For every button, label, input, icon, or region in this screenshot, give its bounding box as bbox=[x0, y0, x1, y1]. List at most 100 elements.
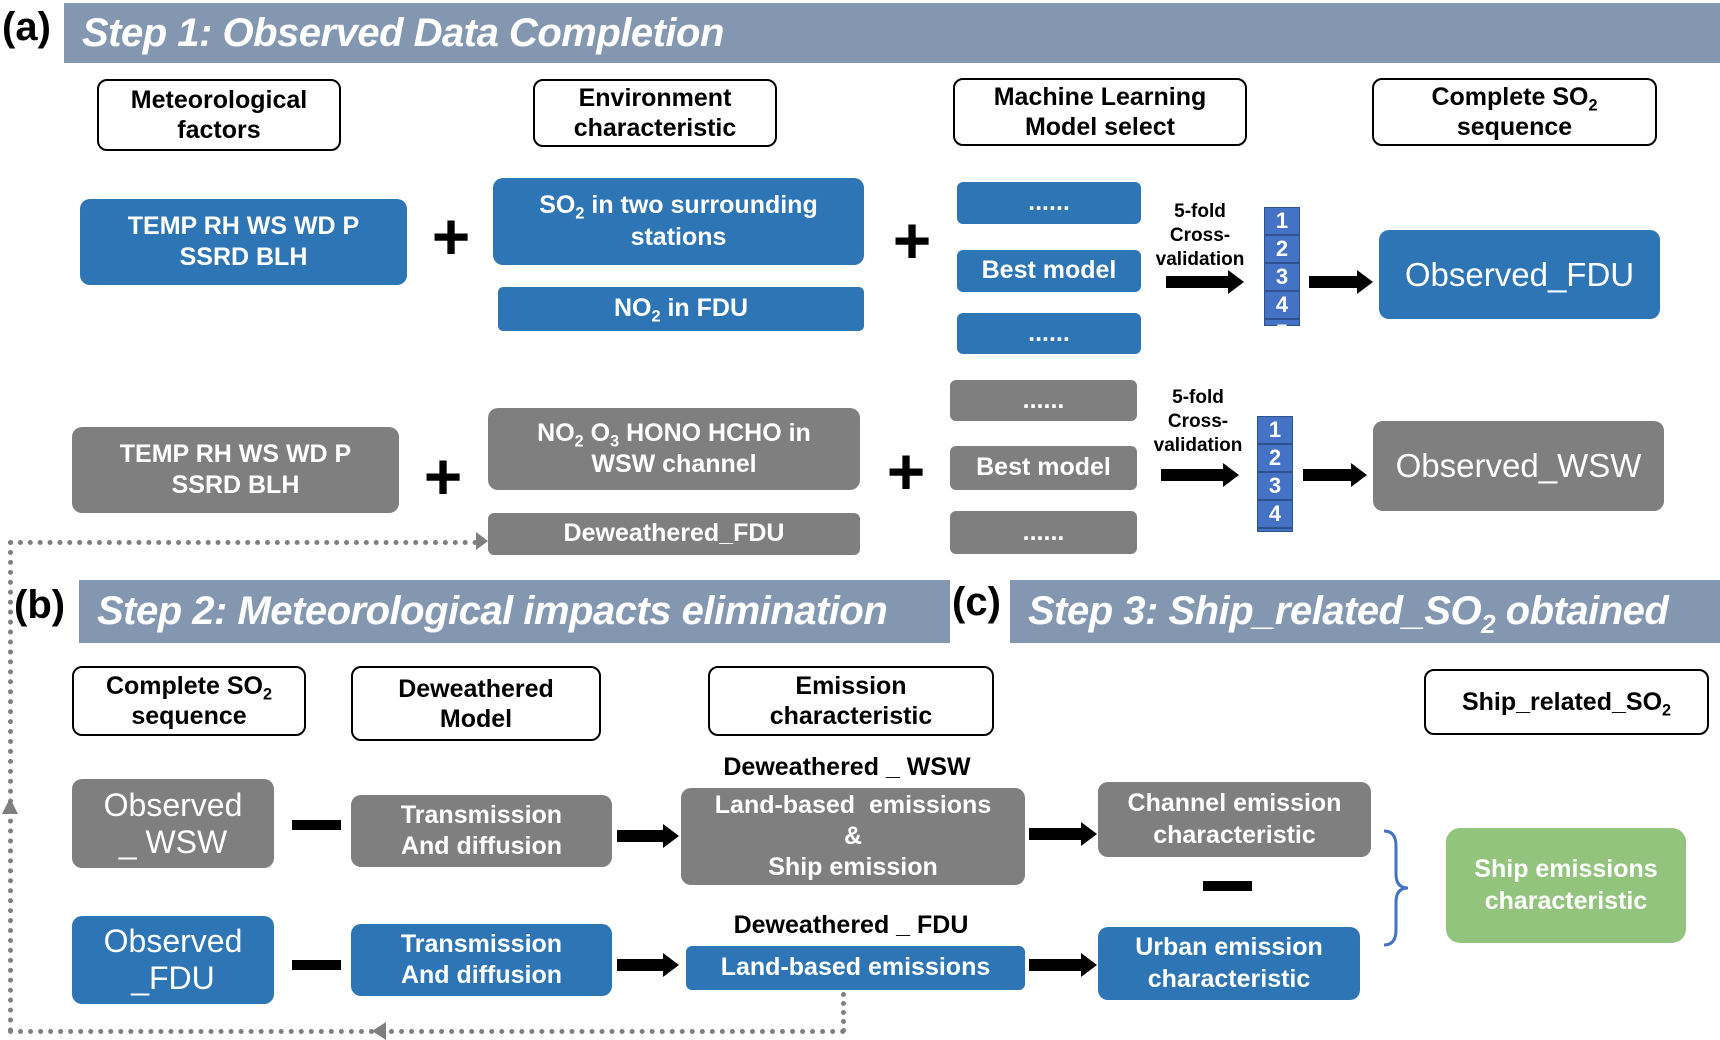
box-text: NO bbox=[537, 418, 575, 447]
step1-title: Step 1: Observed Data Completion bbox=[82, 10, 724, 55]
step2-title-bar: Step 2: Meteorological impacts eliminati… bbox=[79, 580, 950, 643]
box-text: _FDU bbox=[131, 960, 215, 996]
box-text: HONO HCHO in bbox=[619, 418, 811, 447]
fdu-cv-folds: 1 2 3 4 5 bbox=[1264, 207, 1300, 345]
header-ship-related-so2: Ship_related_SO2 bbox=[1424, 669, 1709, 735]
subscript: 2 bbox=[1662, 701, 1672, 720]
observed-wsw-box: Observed_ WSW bbox=[72, 779, 274, 868]
minus-icon bbox=[1203, 881, 1252, 891]
wsw-cv-label: 5-fold Cross- validation bbox=[1148, 386, 1248, 457]
deweathered-fdu-label: Deweathered _ FDU bbox=[733, 911, 969, 939]
box-text: Land-based emissions bbox=[714, 790, 992, 819]
cv-text: validation bbox=[1155, 248, 1245, 270]
feedback-line bbox=[8, 540, 13, 1033]
minus-icon bbox=[292, 820, 341, 830]
box-text: in FDU bbox=[660, 294, 749, 323]
subscript: 2 bbox=[574, 432, 584, 451]
fdu-cv-label: 5-fold Cross- validation bbox=[1150, 200, 1250, 271]
box-text: Ship emission bbox=[768, 853, 938, 882]
header-text: Model select bbox=[1024, 113, 1176, 141]
observed-fdu-output: Observed_FDU bbox=[1379, 230, 1660, 319]
brace-icon bbox=[1383, 829, 1409, 947]
arrow-right-icon bbox=[476, 532, 488, 550]
fold-cell: 5 bbox=[1268, 529, 1282, 554]
box-text: NO bbox=[613, 294, 652, 323]
deweathered-wsw-label: Deweathered _ WSW bbox=[723, 753, 971, 781]
box-text: characteristic bbox=[1147, 964, 1311, 993]
header-text: factors bbox=[177, 116, 261, 144]
header-text: Meteorological bbox=[130, 86, 308, 114]
wsw-best-model: Best model bbox=[950, 446, 1137, 490]
fdu-land-emissions-box: Land-based emissions bbox=[686, 946, 1025, 990]
header-text: sequence bbox=[131, 702, 247, 730]
fdu-best-model: Best model bbox=[957, 250, 1141, 292]
box-text: TEMP RH WS WD P bbox=[119, 439, 352, 468]
fold-cell: 1 bbox=[1265, 208, 1299, 236]
plus-icon: + bbox=[431, 199, 471, 273]
box-text: Channel emission bbox=[1127, 789, 1342, 818]
box-text: Transmission bbox=[400, 929, 563, 958]
box-text: SSRD BLH bbox=[179, 243, 308, 271]
panel-a-label: (a) bbox=[2, 5, 51, 49]
cv-text: 5-fold bbox=[1172, 387, 1224, 408]
wsw-chem-species-box: NO2 O3 HONO HCHO in WSW channel bbox=[488, 408, 860, 490]
header-text: Ship_related_SO bbox=[1461, 688, 1663, 716]
header-text: Model bbox=[439, 704, 513, 733]
header-text: characteristic bbox=[573, 114, 737, 142]
panel-c-label: (c) bbox=[952, 580, 1001, 624]
wsw-model-other: ...... bbox=[950, 511, 1137, 554]
fold-cell: 3 bbox=[1265, 264, 1299, 292]
box-text: Urban emission bbox=[1135, 933, 1323, 962]
cv-text: validation bbox=[1153, 434, 1243, 456]
fdu-model-other: ...... bbox=[957, 313, 1141, 354]
box-text: Ship emissions bbox=[1474, 855, 1658, 884]
cv-text: 5-fold bbox=[1174, 201, 1226, 222]
header-text: Environment bbox=[578, 84, 732, 112]
arrow-up-icon bbox=[2, 798, 18, 814]
feedback-line bbox=[8, 540, 478, 545]
header-text: Machine Learning bbox=[993, 83, 1207, 111]
wsw-deweathered-fdu-box: Deweathered_FDU bbox=[488, 513, 860, 555]
cv-text: Cross- bbox=[1169, 224, 1231, 246]
header-text: Complete SO bbox=[105, 672, 263, 700]
wsw-land-ship-emissions-box: Land-based emissions&Ship emission bbox=[681, 788, 1025, 885]
subscript: 3 bbox=[610, 432, 620, 451]
wsw-cv-folds: 1 2 3 4 5 bbox=[1257, 416, 1293, 554]
arrow-left-icon bbox=[372, 1022, 386, 1040]
fold-cell: 3 bbox=[1258, 473, 1292, 501]
subscript: 2 bbox=[1481, 609, 1496, 640]
box-text: TEMP RH WS WD P bbox=[127, 211, 360, 240]
observed-wsw-output: Observed_WSW bbox=[1373, 421, 1664, 511]
title-text: Step 3: Ship_related_SO bbox=[1028, 589, 1482, 633]
fold-cell: 5 bbox=[1275, 320, 1289, 345]
subscript: 2 bbox=[262, 685, 273, 704]
title-text: obtained bbox=[1495, 589, 1669, 633]
box-text: WSW channel bbox=[591, 450, 757, 478]
minus-icon bbox=[292, 960, 341, 970]
header-text: Emission bbox=[795, 672, 907, 700]
feedback-line bbox=[841, 992, 846, 1033]
box-text: characteristic bbox=[1153, 820, 1316, 849]
box-text: O bbox=[583, 418, 611, 447]
step3-title: Step 3: Ship_related_SO2 obtained bbox=[1028, 589, 1669, 637]
plus-icon: + bbox=[886, 434, 926, 508]
step3-title-bar: Step 3: Ship_related_SO2 obtained bbox=[1010, 580, 1720, 643]
box-text: in two surrounding bbox=[584, 191, 818, 220]
header-text: Complete SO bbox=[1431, 83, 1589, 111]
header-complete-so2-sequence: Complete SO2 sequence bbox=[72, 666, 306, 736]
fold-cell: 2 bbox=[1265, 236, 1299, 264]
header-text: sequence bbox=[1456, 113, 1573, 141]
subscript: 2 bbox=[575, 204, 585, 223]
plus-icon: + bbox=[892, 203, 932, 277]
fold-cell: 2 bbox=[1258, 445, 1292, 473]
